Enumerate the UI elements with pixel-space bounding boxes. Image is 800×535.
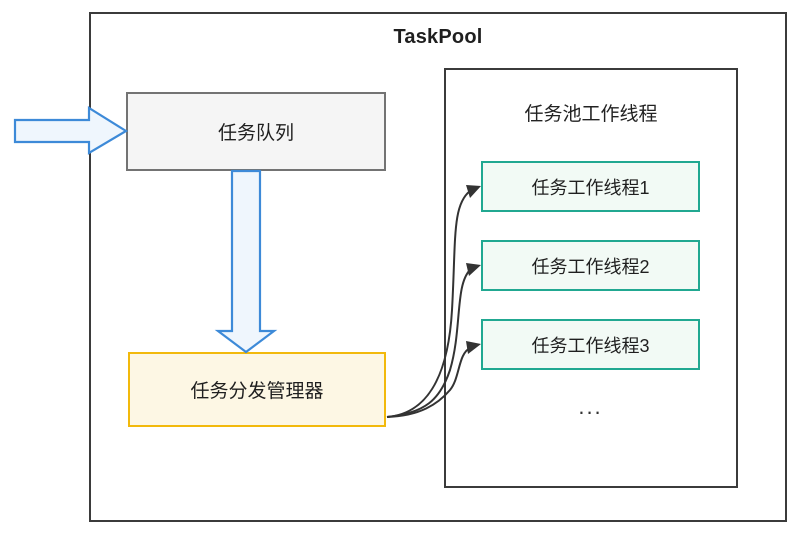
worker-thread-label-1: 任务工作线程1 [531,177,650,198]
task-queue-label: 任务队列 [217,123,294,144]
more-workers-ellipsis: ... [578,394,603,419]
task-dispatch-manager-label: 任务分发管理器 [190,381,324,402]
taskpool-title: TaskPool [393,26,483,48]
worker-pool-title: 任务池工作线程 [524,104,658,125]
worker-thread-label-2: 任务工作线程2 [531,256,650,277]
worker-thread-box-3[interactable]: 任务工作线程3 [481,319,700,370]
task-dispatch-manager-box[interactable]: 任务分发管理器 [128,352,386,427]
task-queue-box[interactable]: 任务队列 [126,92,386,171]
worker-thread-box-2[interactable]: 任务工作线程2 [481,240,700,291]
worker-thread-box-1[interactable]: 任务工作线程1 [481,161,700,212]
worker-thread-label-3: 任务工作线程3 [531,335,650,356]
